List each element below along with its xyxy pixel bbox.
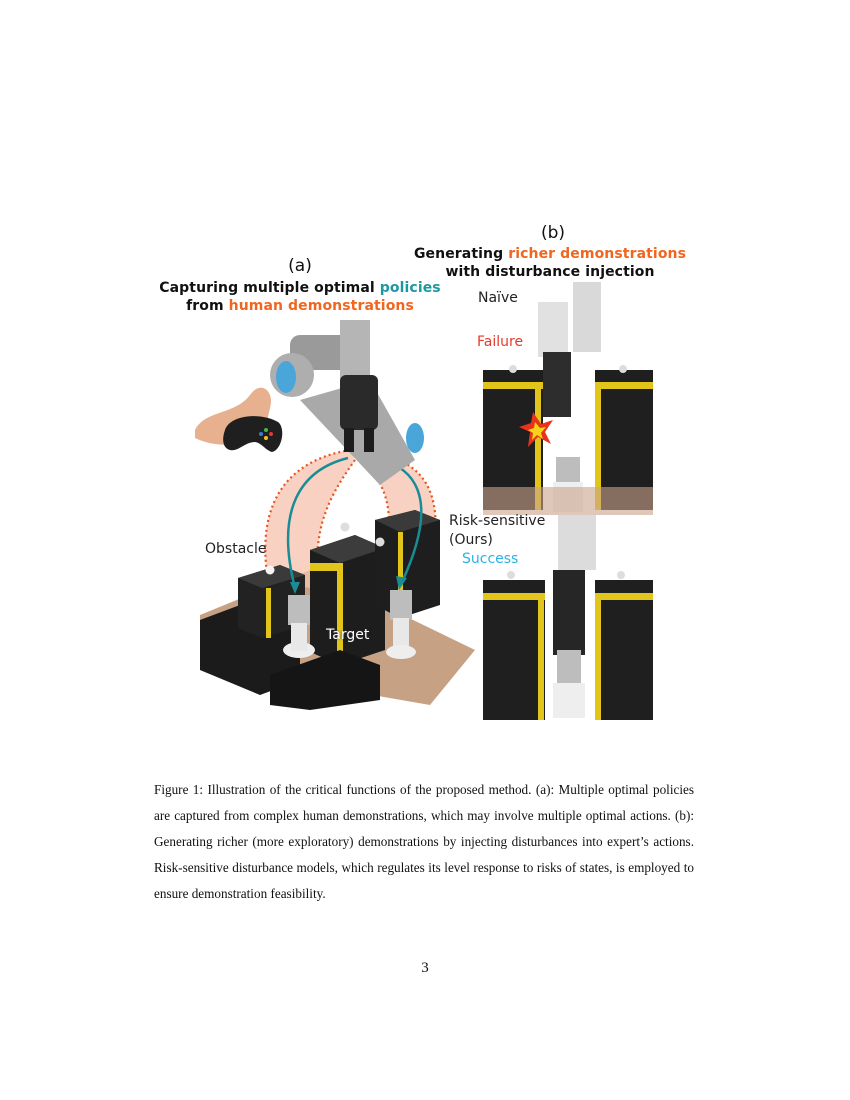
marker-ball [375, 537, 385, 547]
obstacle-top [238, 565, 305, 588]
controller-button [264, 428, 268, 432]
ours-label: (Ours) [449, 532, 493, 548]
target-label: Target [326, 627, 370, 643]
yellow-tape [595, 382, 653, 389]
blurred-gripper-ghost [573, 282, 601, 352]
gripper-collision [543, 352, 571, 417]
obstacle-yellow-tape [266, 588, 271, 638]
front-step [270, 650, 380, 710]
target-right-stand [393, 618, 409, 650]
right-wall-block [595, 370, 653, 510]
right-top [375, 510, 440, 532]
marker-ball [617, 571, 625, 579]
yellow-tape [535, 382, 541, 510]
robot-arm-column [340, 320, 370, 380]
panel-b-ours-photo [483, 515, 653, 722]
target-stand [553, 683, 585, 718]
controller-button [269, 432, 273, 436]
target-left-stand [291, 623, 307, 651]
robot-gripper [340, 375, 378, 430]
panel-a-heading-human: human demonstrations [228, 298, 414, 314]
yellow-tape [483, 382, 543, 389]
panel-a-heading-l1: Capturing multiple optimal [159, 280, 380, 296]
yellow-tape [483, 593, 545, 600]
target-left [288, 595, 310, 625]
left-wall-block [483, 580, 545, 720]
panel-a-heading-policies: policies [379, 280, 441, 296]
base-board [483, 487, 653, 517]
yellow-tape [538, 593, 544, 720]
game-controller-icon [223, 416, 283, 452]
teal-arrow-left [290, 582, 300, 594]
yellow-tape [595, 593, 653, 600]
right-yellow-tape [398, 532, 403, 617]
panel-a-letter: (a) [288, 256, 312, 276]
gripper-finger [364, 428, 374, 452]
gripper-finger [344, 428, 354, 452]
panel-b-naive-photo [483, 282, 653, 517]
marker-ball [265, 565, 275, 575]
yellow-tape [595, 382, 601, 510]
right-wall-block [595, 580, 653, 720]
success-label: Success [462, 551, 519, 567]
dotted-bound-left [264, 448, 351, 581]
collision-burst-inner [528, 422, 546, 440]
robot-joint-blue [276, 361, 296, 393]
blurred-gripper-ghost [558, 515, 596, 570]
panel-b-heading: Generating richer demonstrations with di… [400, 245, 700, 281]
marker-ball [619, 365, 627, 373]
teal-arrow-right [396, 576, 407, 590]
robot-forearm [300, 380, 415, 485]
marker-ball [509, 365, 517, 373]
center-yellow-tape [310, 563, 340, 571]
failure-label: Failure [477, 334, 524, 350]
controller-button [264, 436, 268, 440]
blurred-gripper-ghost [538, 302, 568, 357]
marker-ball [507, 571, 515, 579]
page-number: 3 [421, 960, 429, 976]
risk-sensitive-label: Risk-sensitive [449, 513, 546, 529]
marker-ball [340, 522, 350, 532]
center-top [310, 535, 385, 563]
target-right [390, 590, 412, 620]
yellow-tape [595, 593, 601, 720]
obstacle-label: Obstacle [205, 541, 267, 557]
teal-path-left [286, 456, 349, 589]
panel-b-heading-l1: Generating [413, 246, 509, 262]
panel-a-illustration [195, 320, 475, 710]
target-object [557, 650, 581, 685]
panel-b-heading-richer: richer demonstrations [508, 246, 687, 262]
panel-b-heading-l2: with disturbance injection [445, 264, 655, 280]
controller-button [259, 432, 263, 436]
robot-joint-blue [406, 423, 424, 453]
target-right-base [386, 645, 416, 659]
panel-b-letter: (b) [540, 223, 566, 243]
panel-a-heading: Capturing multiple optimal policies from… [140, 279, 460, 315]
gripper-success [553, 570, 585, 655]
center-yellow-tape-v [337, 563, 343, 663]
naive-label: Naïve [478, 290, 518, 306]
figure-caption: Figure 1: Illustration of the critical f… [154, 782, 694, 901]
panel-a-heading-l2: from [186, 298, 229, 314]
